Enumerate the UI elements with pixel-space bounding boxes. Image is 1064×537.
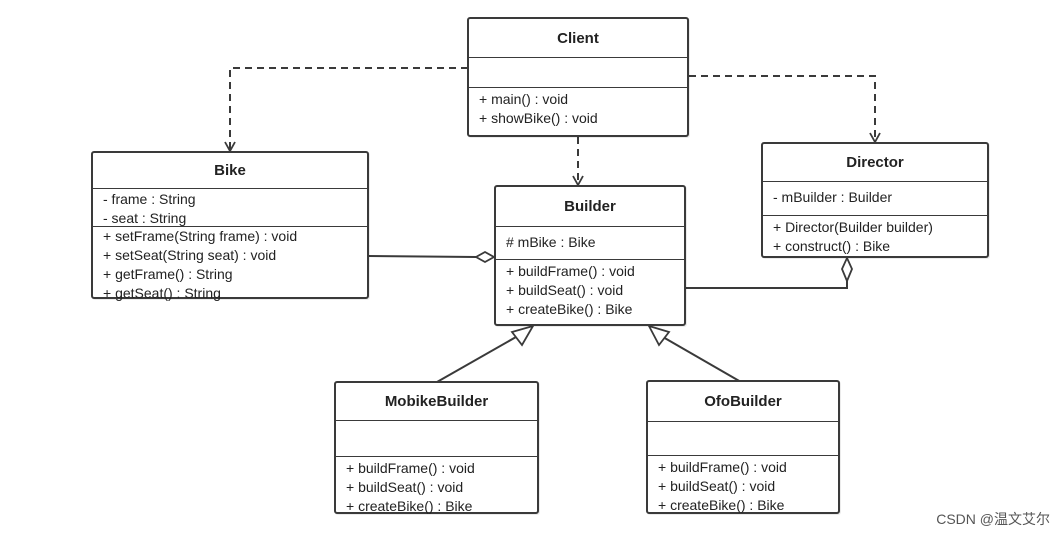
builder-attribute: # mBike : Bike [506,234,596,250]
class-builder: Builder # mBike : Bike + buildFrame() : … [494,185,686,326]
class-mobike-builder: MobikeBuilder + buildFrame() : void + bu… [334,381,539,514]
director-attribute: - mBuilder : Builder [773,189,893,205]
class-client: Client + main() : void + showBike() : vo… [467,17,689,137]
ofo-builder-operation: + createBike() : Bike [658,497,785,513]
mobike-builder-operation: + buildFrame() : void [346,460,475,476]
client-operation: + main() : void [479,91,569,107]
class-bike-operations: + setFrame(String frame) : void + setSea… [93,227,367,303]
class-director-operations: + Director(Builder builder) + construct(… [763,216,987,256]
dependency-client-bike [224,67,468,153]
class-builder-attributes: # mBike : Bike [496,227,684,260]
class-client-name: Client [469,19,687,58]
builder-operation: + buildFrame() : void [506,263,635,279]
builder-operation: + buildSeat() : void [506,282,624,298]
generalization-triangle-ofo [647,324,671,347]
bike-operation: + setFrame(String frame) : void [103,228,298,244]
bike-attribute: - seat : String [103,210,187,226]
class-builder-operations: + buildFrame() : void + buildSeat() : vo… [496,260,684,319]
class-bike-name: Bike [93,153,367,189]
bike-operation: + getSeat() : String [103,285,221,301]
generalization-triangle-mobike [510,324,535,347]
class-client-operations: + main() : void + showBike() : void [469,88,687,128]
ofo-builder-operation: + buildFrame() : void [658,459,787,475]
class-mobike-builder-name: MobikeBuilder [336,383,537,421]
bike-operation: + getFrame() : String [103,266,233,282]
director-operation: + Director(Builder builder) [773,219,933,235]
class-builder-name: Builder [496,187,684,227]
class-director-attributes: - mBuilder : Builder [763,182,987,216]
bike-attribute: - frame : String [103,191,196,207]
builder-operation: + createBike() : Bike [506,301,633,317]
aggregation-diamond-director [841,255,853,284]
generalization-ofo-builder [655,332,742,383]
class-ofo-builder-name: OfoBuilder [648,382,838,422]
class-ofo-builder-operations: + buildFrame() : void + buildSeat() : vo… [648,456,838,515]
watermark-text: CSDN @温文艾尔 [936,511,1050,527]
aggregation-bike-builder [367,255,477,258]
class-bike-attributes: - frame : String - seat : String [93,189,367,227]
class-client-attributes [469,58,687,88]
director-operation: + construct() : Bike [773,238,891,254]
bike-operation: + setSeat(String seat) : void [103,247,277,263]
aggregation-diamond-builder [474,250,496,264]
class-director: Director - mBuilder : Builder + Director… [761,142,989,258]
class-director-name: Director [763,144,987,182]
class-mobike-builder-attributes [336,421,537,457]
aggregation-builder-director [686,281,848,289]
dependency-client-director [689,75,881,144]
mobike-builder-operation: + createBike() : Bike [346,498,473,514]
client-operation: + showBike() : void [479,110,598,126]
mobike-builder-operation: + buildSeat() : void [346,479,464,495]
class-ofo-builder: OfoBuilder + buildFrame() : void + build… [646,380,840,514]
class-ofo-builder-attributes [648,422,838,456]
class-mobike-builder-operations: + buildFrame() : void + buildSeat() : vo… [336,457,537,516]
generalization-mobike-builder [436,332,524,383]
ofo-builder-operation: + buildSeat() : void [658,478,776,494]
class-bike: Bike - frame : String - seat : String + … [91,151,369,301]
